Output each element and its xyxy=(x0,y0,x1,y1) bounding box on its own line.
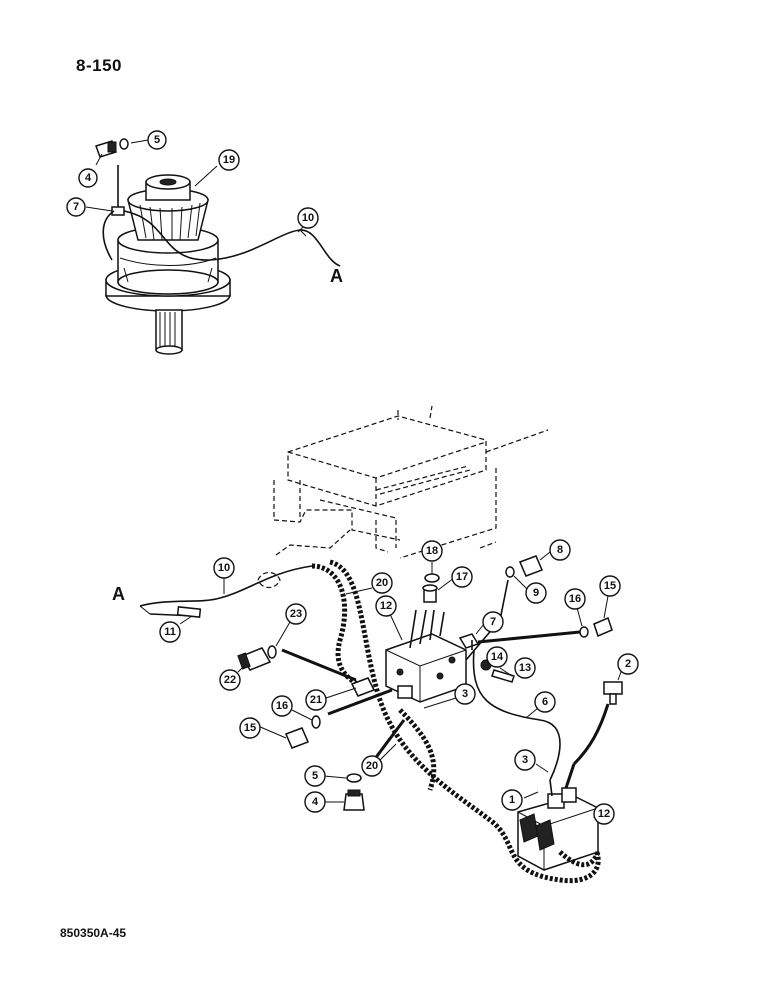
svg-text:5: 5 xyxy=(312,770,318,782)
svg-text:6: 6 xyxy=(542,696,548,708)
callout-16-left: 16 xyxy=(271,695,293,717)
svg-text:21: 21 xyxy=(310,694,322,706)
callout-20-upper: 20 xyxy=(371,572,393,594)
svg-text:16: 16 xyxy=(276,700,288,712)
svg-text:12: 12 xyxy=(380,600,392,612)
callout-5-lower: 5 xyxy=(304,765,326,787)
callout-11: 11 xyxy=(159,621,181,643)
svg-text:17: 17 xyxy=(456,571,468,583)
callout-top-10: 10 xyxy=(297,207,319,229)
callout-top-5: 5 xyxy=(147,130,167,150)
svg-text:2: 2 xyxy=(625,658,631,670)
callout-2: 2 xyxy=(617,653,639,675)
svg-text:3: 3 xyxy=(462,688,468,700)
svg-text:4: 4 xyxy=(312,796,319,808)
callout-top-19: 19 xyxy=(218,149,240,171)
svg-text:20: 20 xyxy=(366,760,378,772)
svg-text:20: 20 xyxy=(376,577,388,589)
callout-12-upper: 12 xyxy=(375,595,397,617)
svg-text:10: 10 xyxy=(302,212,314,224)
callout-top-7: 7 xyxy=(66,197,86,217)
callout-8: 8 xyxy=(549,539,571,561)
svg-text:1: 1 xyxy=(509,794,515,806)
callout-14: 14 xyxy=(486,646,508,668)
callout-13: 13 xyxy=(514,657,536,679)
svg-text:16: 16 xyxy=(569,593,581,605)
callout-10-bottom: 10 xyxy=(213,557,235,579)
svg-text:13: 13 xyxy=(519,662,531,674)
callout-21: 21 xyxy=(305,689,327,711)
callout-15-left: 15 xyxy=(239,717,261,739)
svg-text:12: 12 xyxy=(598,808,610,820)
svg-text:3: 3 xyxy=(522,754,528,766)
callout-4-lower: 4 xyxy=(304,791,326,813)
svg-text:5: 5 xyxy=(154,134,160,146)
callout-top-4: 4 xyxy=(78,168,98,188)
drawing-code: 850350A-45 xyxy=(60,926,127,940)
valve-block-lower xyxy=(517,763,601,871)
tube-6 xyxy=(471,640,561,781)
callout-1: 1 xyxy=(501,789,523,811)
svg-text:14: 14 xyxy=(491,651,504,663)
svg-text:8: 8 xyxy=(557,544,563,556)
tube-10-bottom xyxy=(139,565,313,618)
svg-text:10: 10 xyxy=(218,562,230,574)
reference-letter-a-bottom: A xyxy=(112,584,125,604)
callout-12-lower: 12 xyxy=(593,803,615,825)
svg-text:23: 23 xyxy=(290,608,302,620)
machine-frame-phantom xyxy=(257,405,549,589)
swing-motor xyxy=(105,174,231,355)
svg-text:19: 19 xyxy=(223,154,235,166)
bottom-leaders xyxy=(179,551,625,819)
callout-22: 22 xyxy=(219,669,241,691)
svg-text:7: 7 xyxy=(490,616,496,628)
callout-18: 18 xyxy=(421,540,443,562)
callout-3-lower: 3 xyxy=(514,749,536,771)
svg-text:4: 4 xyxy=(85,172,92,184)
block-fittings xyxy=(237,555,623,811)
callout-3-upper: 3 xyxy=(454,683,476,705)
page-number: 8-150 xyxy=(76,56,122,75)
callout-7-bottom: 7 xyxy=(482,611,504,633)
svg-text:7: 7 xyxy=(73,201,79,213)
callout-15-right: 15 xyxy=(599,575,621,597)
svg-text:22: 22 xyxy=(224,674,236,686)
callout-17: 17 xyxy=(451,566,473,588)
callout-23: 23 xyxy=(285,603,307,625)
svg-text:9: 9 xyxy=(533,587,539,599)
svg-text:15: 15 xyxy=(604,580,616,592)
hose-20 xyxy=(311,559,601,884)
svg-text:18: 18 xyxy=(426,545,438,557)
svg-text:15: 15 xyxy=(244,722,256,734)
callout-9: 9 xyxy=(525,582,547,604)
callout-16-right: 16 xyxy=(564,588,586,610)
callout-20-lower: 20 xyxy=(361,755,383,777)
reference-letter-a-top: A xyxy=(330,266,343,286)
callout-6: 6 xyxy=(534,691,556,713)
svg-text:11: 11 xyxy=(164,626,176,638)
